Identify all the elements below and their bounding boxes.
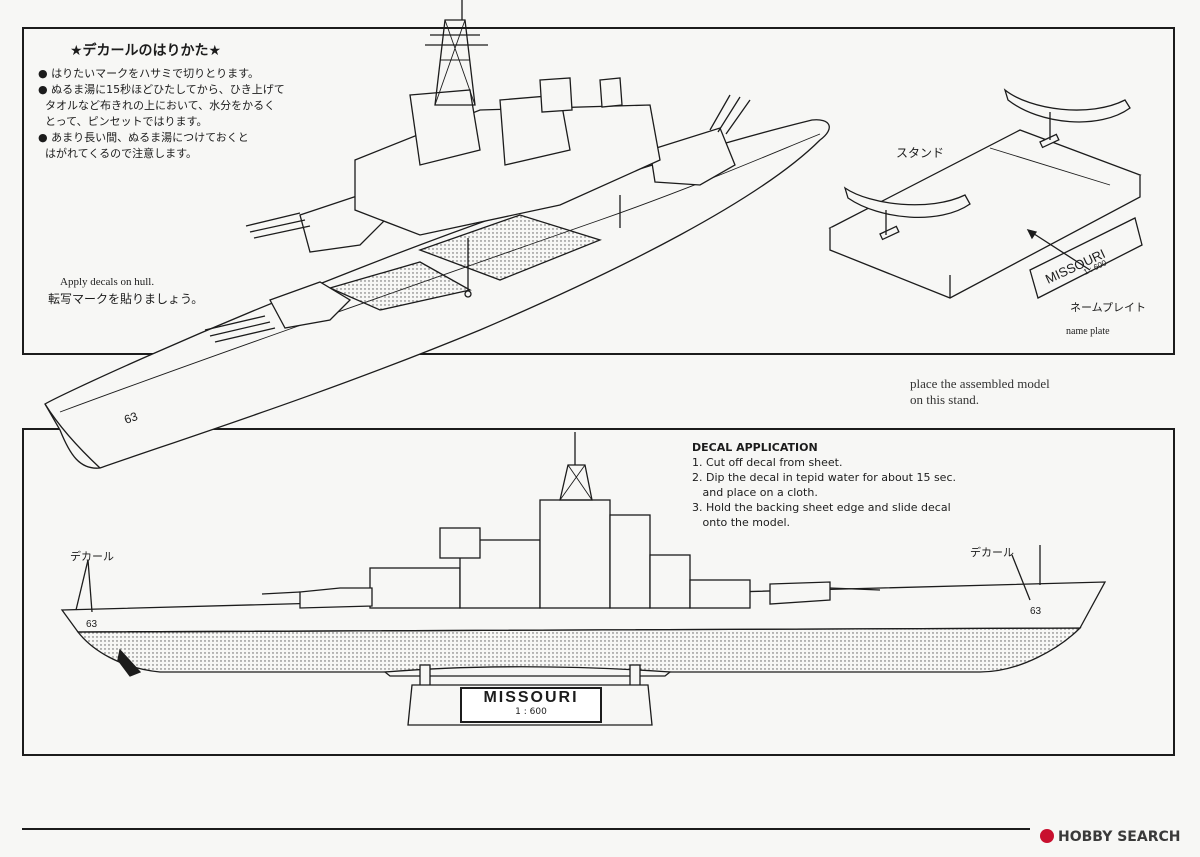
decal-label-stern: デカール (970, 546, 1014, 559)
nameplate-name: MISSOURI (483, 689, 579, 706)
logo-gear-icon (1040, 829, 1054, 843)
stand-assembly: MISSOURI 1 : 600 (828, 88, 1143, 299)
decal-step: and place on a cloth. (692, 486, 818, 499)
decal-heading: DECAL APPLICATION (692, 441, 818, 454)
nameplate-frame: MISSOURI 1 : 600 (460, 687, 602, 723)
jp-instruction-line: はがれてくるので注意します。 (38, 147, 198, 160)
decal-step: onto the model. (692, 516, 791, 529)
jp-instruction-line: ● あまり長い間、ぬるま湯につけておくと (38, 131, 249, 144)
stand-instruction-line: on this stand. (910, 392, 979, 407)
nameplate-label: name plate (1066, 326, 1110, 337)
jp-instruction-line: タオルなど布きれの上において、水分をかるく (38, 99, 276, 112)
jp-decal-instructions: ● はりたいマークをハサミで切りとります。 ● ぬるま湯に15秒ほどひたしてから… (38, 66, 285, 162)
decal-label-bow: デカール (70, 550, 114, 563)
hull-number-bow: 63 (86, 619, 98, 630)
jp-instruction-line: ● ぬるま湯に15秒ほどひたしてから、ひき上げて (38, 83, 285, 96)
stand-instruction: place the assembled model on this stand. (910, 376, 1050, 408)
apply-decals-caption: Apply decals on hull. (60, 276, 155, 288)
decal-application-instructions: DECAL APPLICATION 1. Cut off decal from … (692, 440, 956, 530)
nameplate-scale: 1 : 600 (515, 707, 547, 717)
jp-instruction-line: ● はりたいマークをハサミで切りとります。 (38, 67, 259, 80)
hull-number-stern: 63 (1030, 606, 1042, 617)
stand-label: スタンド (896, 146, 945, 160)
jp-instruction-line: とって、ピンセットではります。 (38, 115, 208, 128)
stand-instruction-line: place the assembled model (910, 376, 1050, 391)
nameplate-label-jp: ネームプレイト (1070, 301, 1147, 314)
decal-step: 2. Dip the decal in tepid water for abou… (692, 471, 956, 484)
decal-step: 3. Hold the backing sheet edge and slide… (692, 501, 951, 514)
decal-step: 1. Cut off decal from sheet. (692, 456, 843, 469)
isometric-battleship: 63 (44, 0, 830, 469)
stand-nameplate: MISSOURI 1 : 600 (408, 683, 652, 725)
footer-rule (22, 828, 1030, 830)
apply-decals-caption-jp: 転写マークを貼りましょう。 (48, 292, 204, 306)
hull-number-isometric: 63 (122, 409, 140, 427)
hobby-search-logo: HOBBY SEARCH (1040, 829, 1180, 845)
jp-decal-title: ★デカールのはりかた★ (70, 43, 222, 59)
